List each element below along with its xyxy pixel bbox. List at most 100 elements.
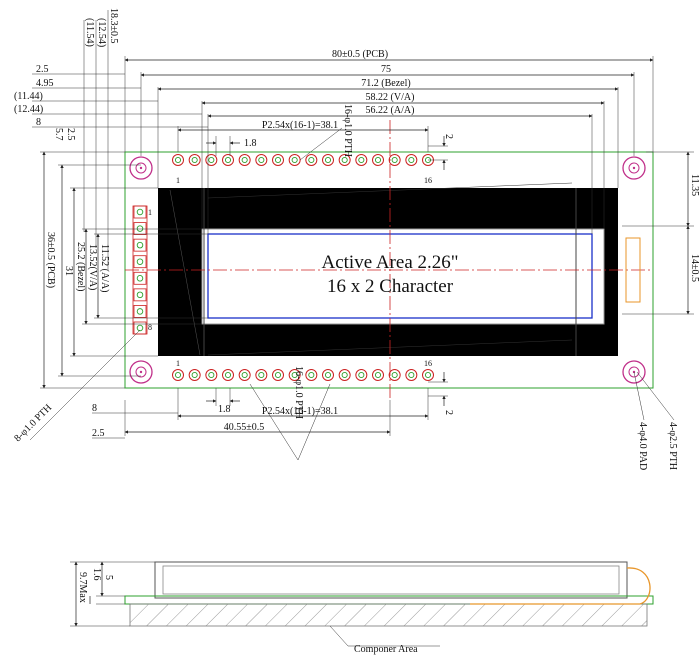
top-pin — [405, 154, 418, 166]
dim-18-3: 18.3±0.5 — [108, 8, 119, 44]
mounting-hole-bl — [129, 360, 153, 384]
bottom-pin-hole — [191, 371, 198, 379]
bottom-pin — [388, 369, 401, 381]
dim-side-1-6: 1.6 — [91, 568, 102, 581]
bottom-pin-hole — [324, 371, 332, 379]
side-pin-hole — [136, 258, 144, 265]
dim-pad: 4-φ4.0 PAD — [637, 422, 648, 470]
side-pin — [133, 271, 147, 285]
top-pin-hole — [391, 156, 398, 164]
top-pin — [172, 154, 184, 166]
side-pin — [133, 288, 147, 302]
bottom-pin — [372, 369, 384, 381]
side-pin-1: 1 — [148, 208, 152, 217]
dim-bezel-height: 25.2 (Bezel) — [75, 242, 86, 291]
side-pin — [133, 222, 147, 235]
bot-pin-first: 1 — [176, 359, 180, 368]
active-area-label: Active Area 2.26" — [321, 252, 458, 273]
left-top-dimensions: 2.5 4.95 (11.44) (12.44) 8 18.3±0.5 (12.… — [14, 8, 208, 270]
side-pin-hole — [136, 291, 144, 299]
component-area-label: Componer Area — [354, 644, 418, 655]
pin-row-top — [172, 154, 434, 166]
top-pin-last: 16 — [424, 176, 432, 185]
dim-pitch-top: P2.54x(16-1)=38.1 — [262, 120, 338, 131]
top-pin — [355, 154, 368, 166]
bottom-pin-hole — [424, 371, 432, 379]
dim-8-bottom: 8 — [92, 403, 97, 414]
bottom-pin-hole — [174, 371, 182, 379]
dim-2-5-bottom: 2.5 — [92, 428, 105, 439]
bottom-pin — [255, 369, 268, 381]
character-label: 16 x 2 Character — [327, 276, 454, 297]
side-pin-hole — [136, 308, 144, 315]
top-pin — [288, 154, 301, 166]
pin-row-bottom — [172, 369, 434, 381]
component-area — [129, 603, 648, 627]
dim-aa-height: 11.52 (A/A) — [99, 244, 110, 293]
bottom-pin — [288, 369, 301, 381]
side-pin-hole — [136, 208, 144, 216]
dim-bezel-width: 71.2 (Bezel) — [361, 78, 410, 89]
top-pin-hole — [358, 156, 365, 164]
bottom-pin-hole — [241, 371, 248, 379]
bottom-pin — [222, 369, 234, 381]
bottom-pin — [205, 369, 218, 381]
dim-pth-top: 16-φ1.0 PTH — [342, 104, 353, 157]
dim-40-55: 40.55±0.5 — [224, 422, 265, 433]
dim-2-5b: 2.5 — [65, 128, 76, 141]
bot-pin-last: 16 — [424, 359, 432, 368]
dim-4-95: 4.95 — [36, 78, 54, 89]
side-pin-8: 8 — [148, 323, 152, 332]
top-pin-hole — [258, 156, 265, 164]
dim-31: 31 — [63, 266, 74, 276]
dim-11-54: (11.54) — [84, 18, 95, 47]
dim-pin-offset-top: 1.8 — [244, 138, 257, 149]
bottom-pin-hole — [291, 371, 298, 379]
top-pin-hole — [374, 156, 382, 164]
bottom-pin-hole — [391, 371, 398, 379]
top-pin-hole — [408, 156, 415, 164]
dim-12-44: (12.44) — [14, 104, 43, 115]
dim-14: 14±0.5 — [689, 254, 700, 282]
bottom-pin — [172, 369, 184, 381]
bottom-pin-hole — [258, 371, 265, 379]
bottom-pin-hole — [308, 371, 315, 379]
top-pin-hole — [241, 156, 248, 164]
bottom-pin — [322, 369, 334, 381]
dim-pin-row-h-bottom: 2 — [443, 410, 454, 415]
dim-11-35: 11.35 — [689, 174, 700, 196]
bottom-pin — [338, 369, 351, 381]
top-pin-hole — [274, 156, 282, 164]
top-pin — [205, 154, 218, 166]
top-pin-hole — [324, 156, 332, 164]
bottom-pin-hole — [358, 371, 365, 379]
bottom-pin — [355, 369, 368, 381]
top-pin-hole — [191, 156, 198, 164]
dim-pin-row-h-top: 2 — [443, 134, 454, 139]
bottom-pin-hole — [208, 371, 215, 379]
top-pin-first: 1 — [176, 176, 180, 185]
dim-mount-pth: 4-φ2.5 PTH — [667, 422, 678, 470]
active-area — [207, 233, 593, 319]
bottom-pin — [272, 369, 284, 381]
flex-cable — [470, 567, 651, 605]
side-pin-hole — [136, 241, 144, 249]
bottom-pin — [405, 369, 418, 381]
dim-12-54: (12.54) — [96, 18, 107, 47]
side-pin — [133, 255, 147, 269]
dim-va-width: 58.22 (V/A) — [366, 92, 415, 103]
bottom-pin-hole — [408, 371, 415, 379]
bottom-pin-hole — [274, 371, 282, 379]
top-pin — [322, 154, 334, 166]
dim-pcb-height: 36±0.5 (PCB) — [45, 232, 56, 288]
side-pin — [133, 305, 147, 318]
top-pin-hole — [174, 156, 182, 164]
top-pin — [372, 154, 384, 166]
top-pin — [238, 154, 251, 166]
dim-side-5: 5 — [103, 575, 114, 580]
side-pin — [133, 238, 147, 252]
top-pin — [388, 154, 401, 166]
side-pin-hole — [136, 225, 144, 232]
dim-11-44: (11.44) — [14, 91, 43, 102]
